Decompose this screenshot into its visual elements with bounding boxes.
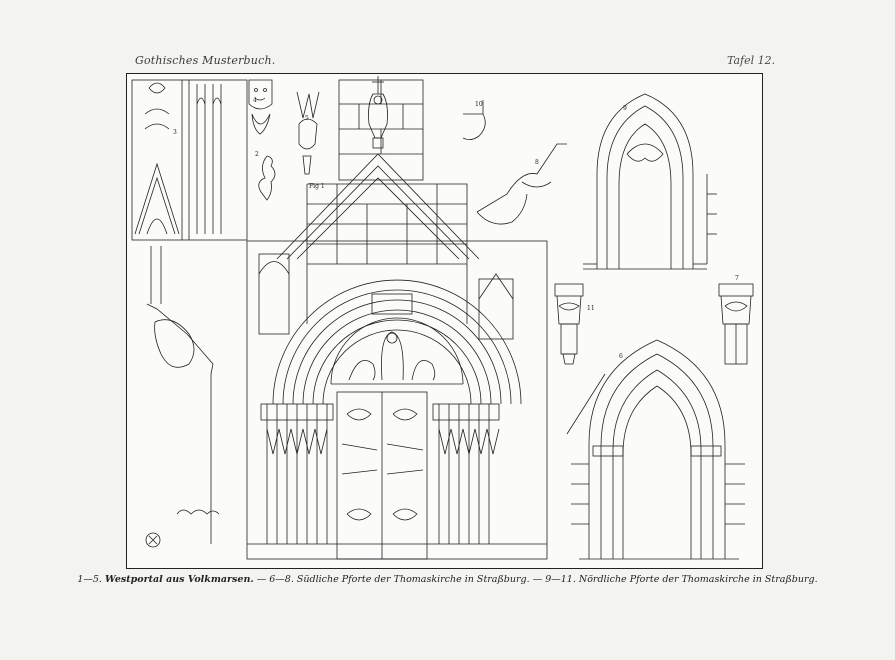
gable-masonry (306, 79, 468, 324)
portal-gable (276, 153, 480, 260)
book-title: Gothisches Musterbuch. (135, 54, 276, 67)
fig8-moulding-profile (476, 143, 567, 225)
fig7-number: 7 (735, 275, 739, 282)
fig4-head-corbel (248, 79, 273, 135)
fig9-north-door (583, 93, 717, 270)
caption-part-2: 6—8. Südliche Pforte der Thomaskirche in… (269, 574, 530, 585)
fig9-number: 9 (623, 105, 627, 112)
fig8-number: 8 (535, 159, 539, 166)
fig5-number: 5 (305, 115, 309, 122)
fig10-moulding-profile (462, 100, 486, 140)
gable-finial-statue (368, 76, 388, 149)
plate-caption: 1—5. Westportal aus Volkmarsen. — 6—8. S… (0, 574, 895, 585)
caption-title-1: Westportal aus Volkmarsen. (104, 574, 254, 585)
caption-part-3: 9—11. Nördliche Pforte der Thomaskirche … (545, 574, 818, 585)
fig2-number: 2 (255, 151, 259, 158)
plate-number: Tafel 12. (727, 54, 776, 67)
engraving-frame: Fig 1 2 3 4 5 6 7 8 9 10 11 (126, 73, 763, 569)
architectural-drawing: Fig 1 2 3 4 5 6 7 8 9 10 11 (131, 76, 754, 560)
left-profile-section (145, 246, 220, 548)
fig6-south-door (566, 339, 745, 560)
fig6-number: 6 (619, 353, 623, 360)
caption-separator-1: — (256, 574, 267, 585)
caption-separator-2: — (532, 574, 543, 585)
fig3-tracery-panel (131, 79, 248, 241)
fig7-capital (718, 283, 754, 365)
fig2-leaf-ornament (258, 155, 276, 201)
fig1-label: Fig 1 (309, 183, 325, 190)
fig1-west-portal (246, 240, 548, 560)
fig10-number: 10 (475, 101, 483, 108)
fig4-number: 4 (253, 97, 257, 104)
fig11-capital (554, 283, 584, 365)
caption-range-1: 1—5. (77, 574, 102, 585)
fig11-number: 11 (587, 305, 595, 312)
fig3-number: 3 (173, 129, 177, 136)
fig5-leaf-bracket (296, 91, 320, 175)
